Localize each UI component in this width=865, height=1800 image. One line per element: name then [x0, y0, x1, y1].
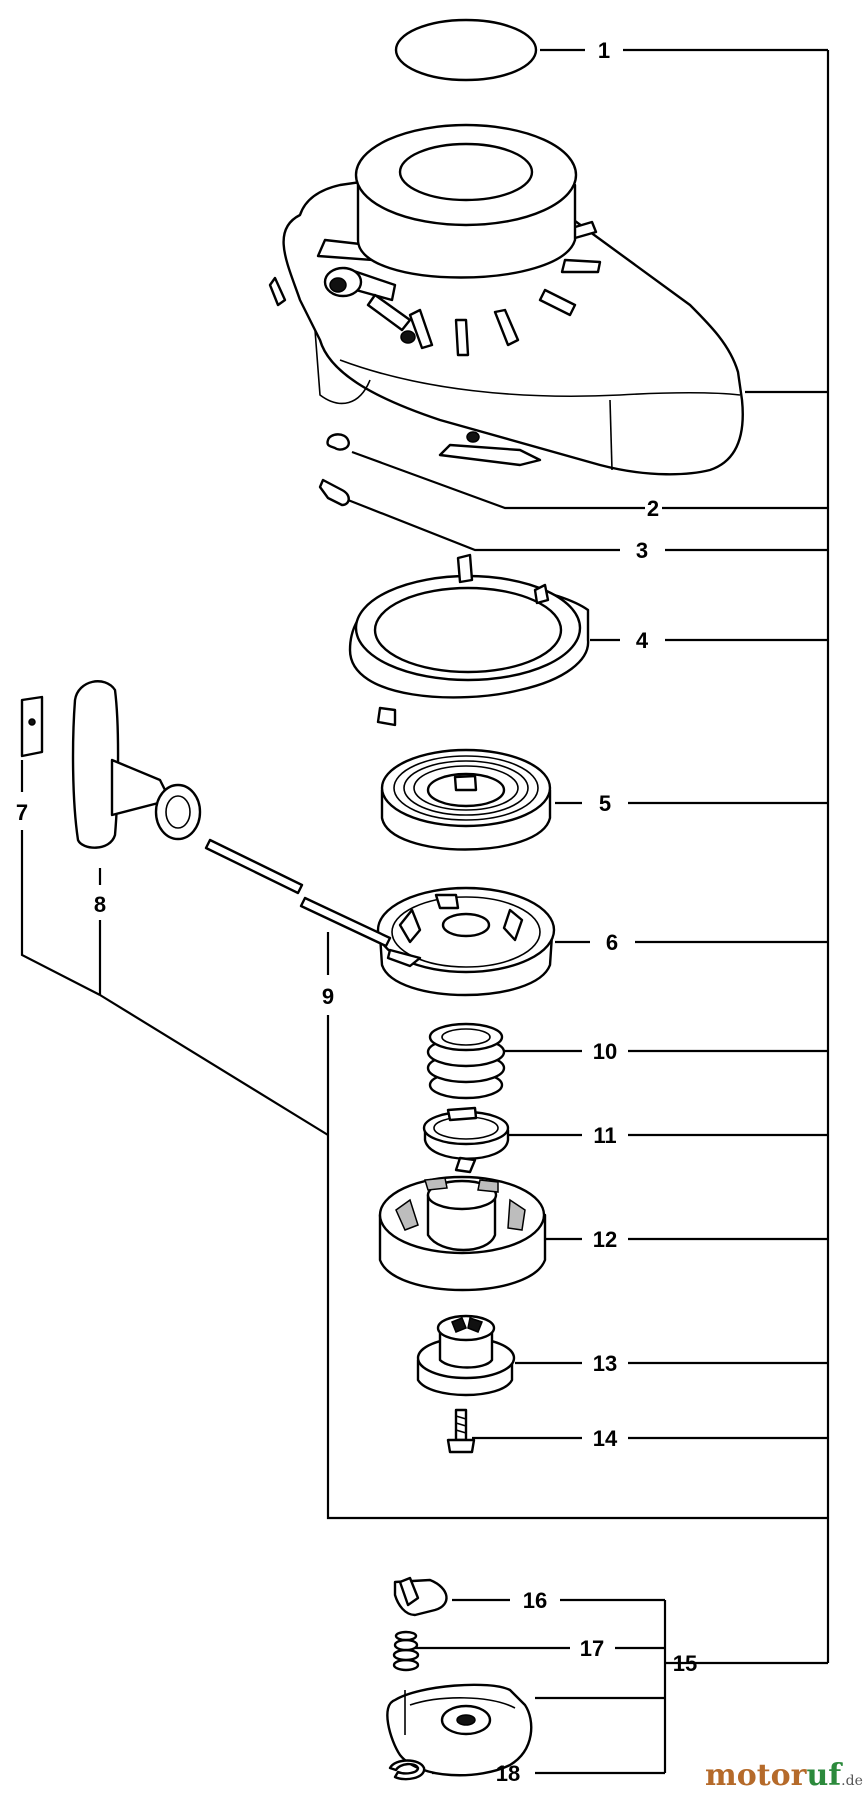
part-9-starter-rope: [204, 838, 392, 948]
part-5-spiral-spring: [380, 748, 552, 851]
watermark-part2: uf: [806, 1758, 843, 1793]
part-2-clip: [326, 433, 350, 451]
label-part-15: 15: [673, 1651, 697, 1676]
part-3-pawl: [318, 478, 350, 507]
part-10-coil-spring: [426, 1022, 506, 1100]
label-part-13: 13: [593, 1351, 617, 1376]
part-14-screw: [446, 1408, 476, 1454]
part-18-e-clip: [388, 1759, 426, 1781]
label-part-10: 10: [593, 1039, 617, 1064]
label-part-4: 4: [636, 628, 649, 653]
label-part-16: 16: [523, 1588, 547, 1613]
label-part-9: 9: [322, 984, 334, 1009]
label-part-5: 5: [599, 791, 611, 816]
watermark-part1: motor: [705, 1758, 808, 1793]
watermark-logo: motoruf.de: [705, 1758, 863, 1793]
part-17-small-spring: [392, 1630, 420, 1672]
label-part-6: 6: [606, 930, 618, 955]
part-8-starter-handle: [71, 680, 202, 849]
label-part-11: 11: [593, 1123, 616, 1148]
label-part-18: 18: [496, 1761, 520, 1786]
part-16-knob: [393, 1576, 448, 1617]
part-4-guide-ring: [348, 553, 590, 727]
label-part-17: 17: [580, 1636, 604, 1661]
label-part-8: 8: [94, 892, 106, 917]
part-6-rope-reel: [376, 886, 556, 997]
part-15-lock-cover: [386, 1683, 533, 1777]
part-13-ratchet: [416, 1314, 516, 1397]
label-part-2: 2: [647, 496, 659, 521]
watermark-suffix: .de: [841, 1773, 863, 1789]
part-11-friction-ring: [422, 1106, 510, 1174]
part-12-pulley: [378, 1175, 547, 1292]
part-7-tag: [20, 695, 44, 758]
part-1-gasket: [394, 18, 538, 82]
label-part-7: 7: [16, 800, 28, 825]
starter-housing: [268, 123, 744, 476]
label-part-1: 1: [598, 38, 610, 63]
part-labels: 1 2 3 4 5 6 7 8 9 10 11 12 13 14 15 16 1…: [16, 38, 697, 1786]
label-part-3: 3: [636, 538, 648, 563]
label-part-14: 14: [593, 1426, 618, 1451]
leader-lines: [20, 48, 830, 1775]
label-part-12: 12: [593, 1227, 617, 1252]
